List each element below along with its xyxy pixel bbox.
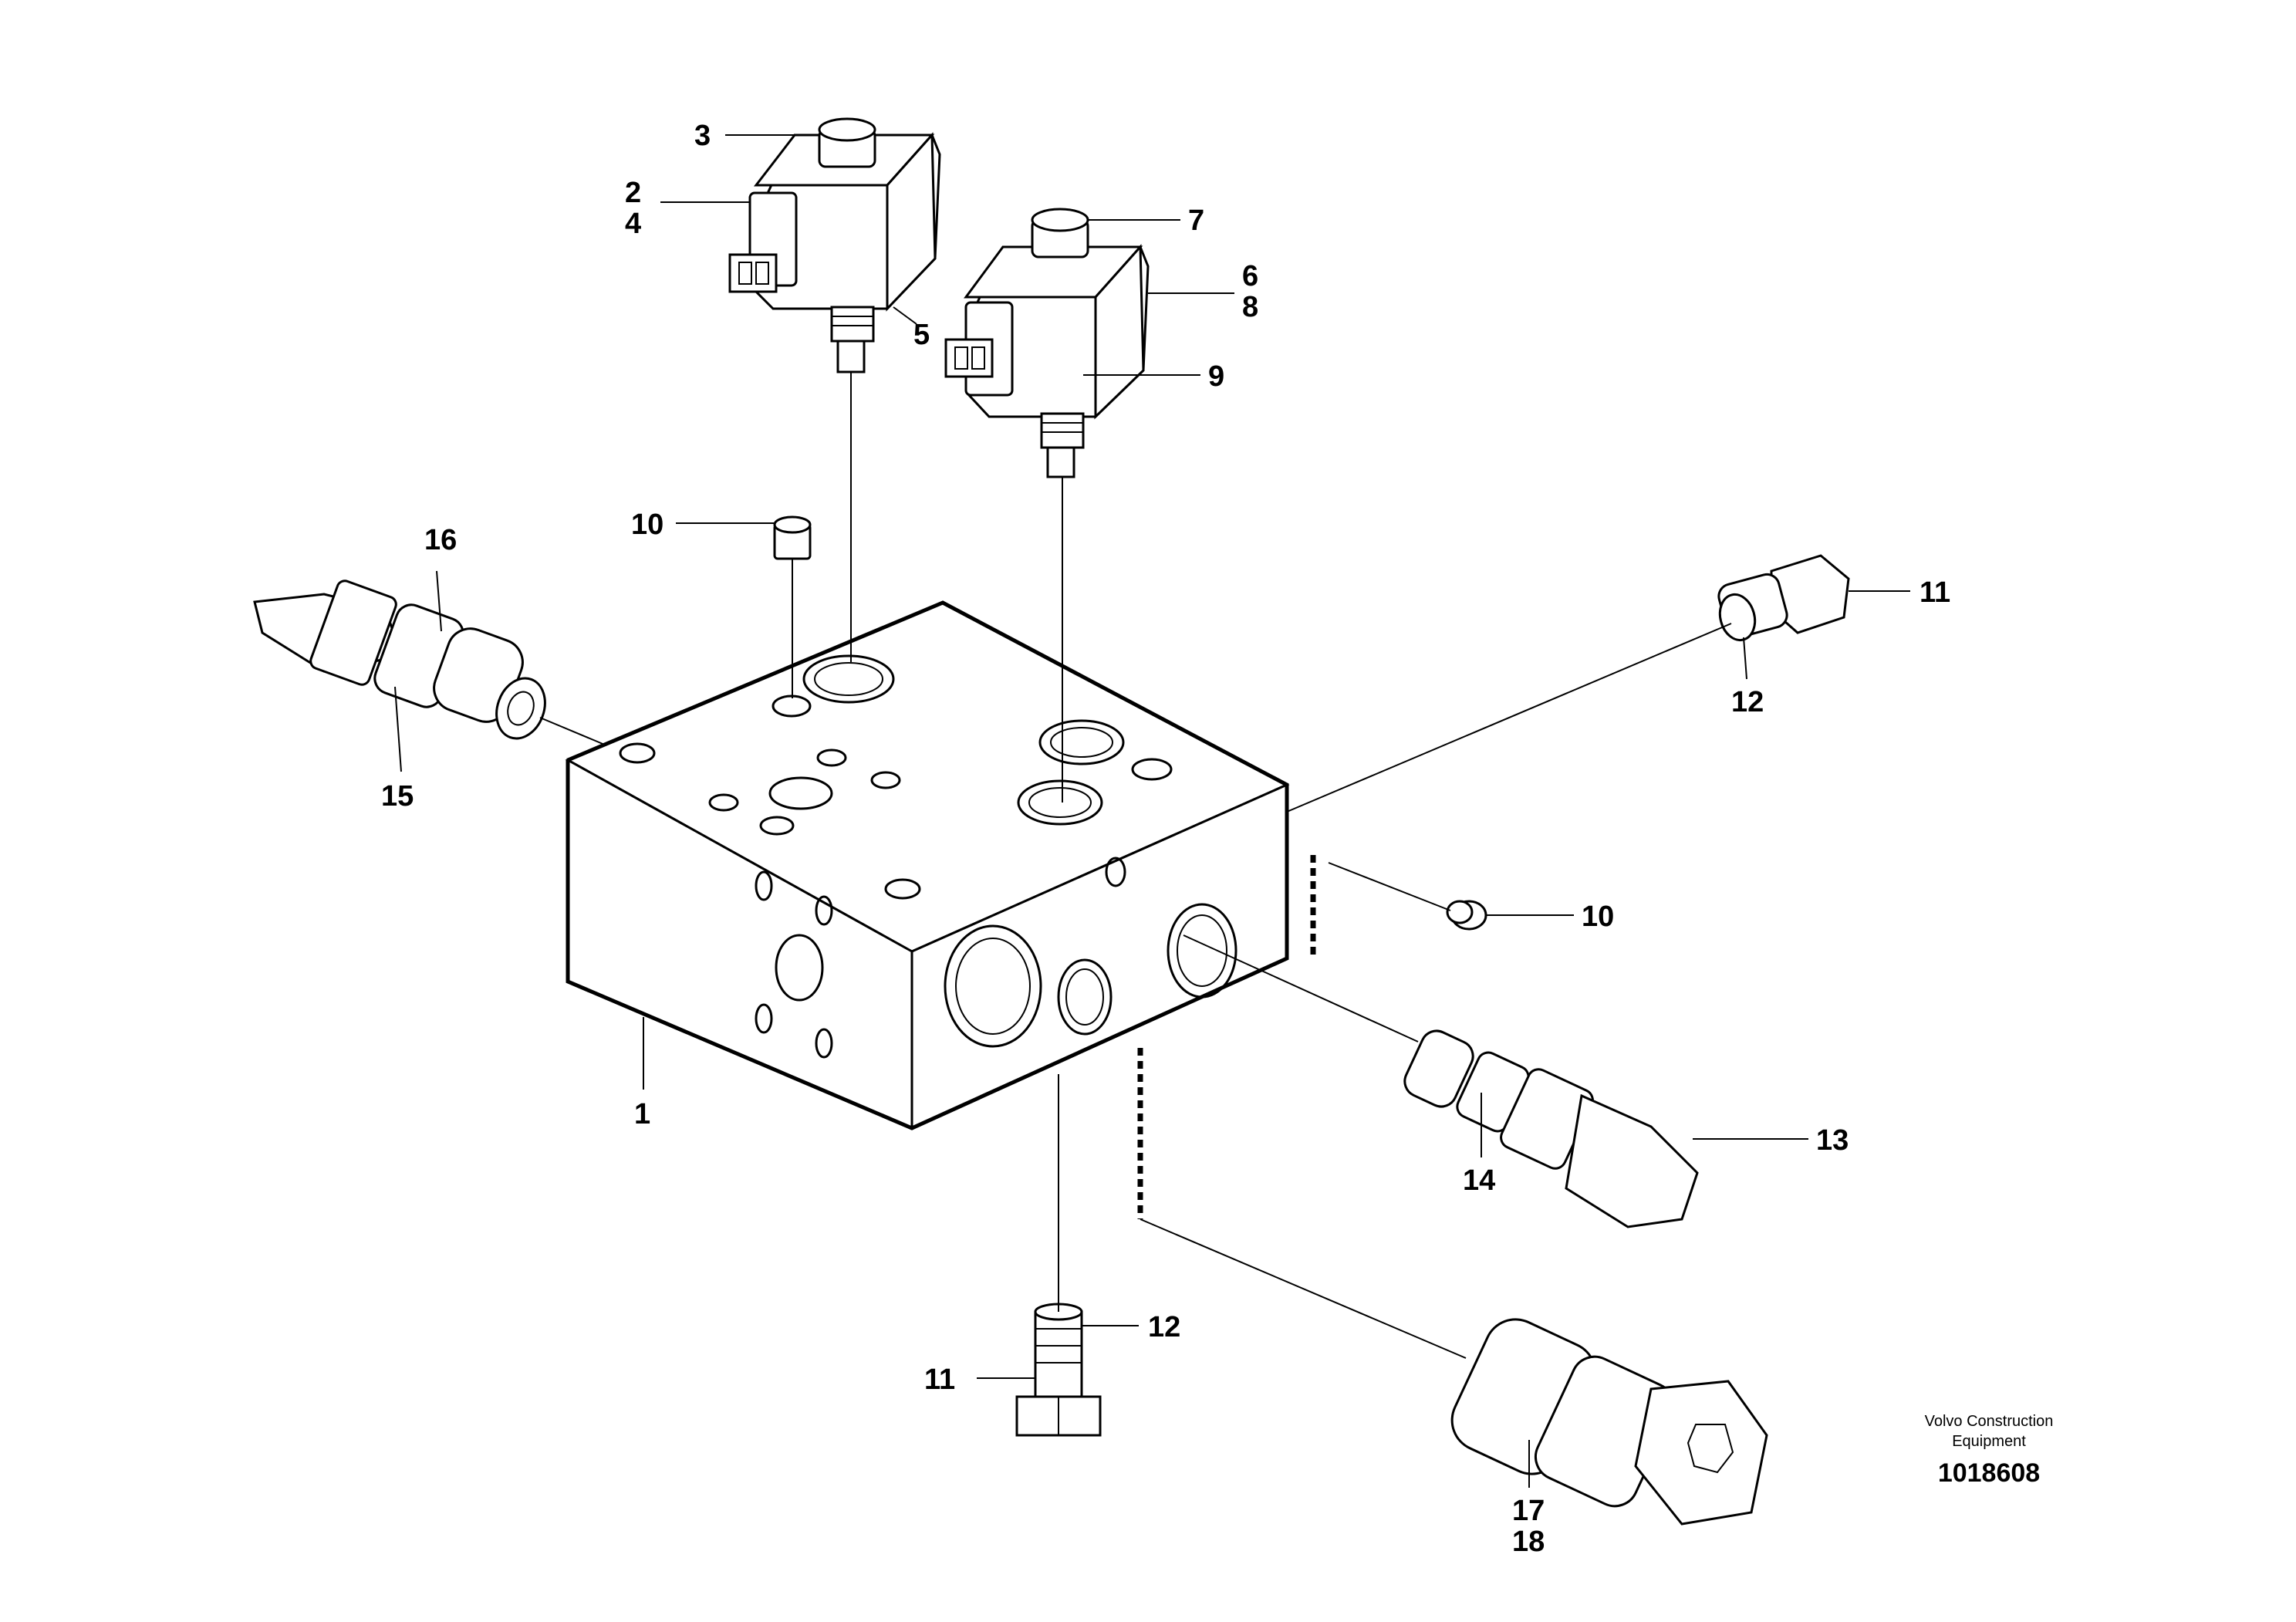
drawing-number: 1018608 xyxy=(1938,1458,2040,1488)
callout-16: 16 xyxy=(424,524,457,556)
callout-labels: 3 2 4 5 7 6 8 9 10 10 11 12 13 14 16 15 … xyxy=(381,120,1950,1558)
callout-12-upper: 12 xyxy=(1731,686,1764,718)
fitting-bottom xyxy=(1015,1074,1102,1437)
leader-lines xyxy=(394,134,1910,1488)
solenoid-coil-left xyxy=(728,117,941,662)
cartridge-valve-17 xyxy=(1137,1048,1768,1526)
callout-9: 9 xyxy=(1208,360,1224,393)
callout-2: 2 xyxy=(625,177,641,209)
callout-13: 13 xyxy=(1816,1124,1849,1157)
brand-line-1: Volvo Construction xyxy=(1925,1413,2054,1430)
callout-10-right: 10 xyxy=(1582,901,1614,933)
valve-block xyxy=(565,600,1290,1130)
brand-line-2: Equipment xyxy=(1952,1433,2026,1450)
plug-top xyxy=(773,515,812,698)
callout-1: 1 xyxy=(634,1098,650,1130)
callout-10-top: 10 xyxy=(631,509,663,541)
caption-block: Volvo Construction Equipment 1018608 xyxy=(1925,1413,2054,1488)
callout-7: 7 xyxy=(1188,204,1204,237)
callout-12-lower: 12 xyxy=(1148,1311,1180,1343)
check-valve-left xyxy=(253,580,607,746)
plug-right xyxy=(1328,862,1487,931)
callout-8: 8 xyxy=(1242,291,1258,323)
callout-5: 5 xyxy=(913,319,930,351)
callout-11-lower: 11 xyxy=(924,1363,955,1396)
callout-18: 18 xyxy=(1512,1526,1545,1558)
callout-6: 6 xyxy=(1242,260,1258,292)
callout-14: 14 xyxy=(1463,1164,1495,1197)
callout-17: 17 xyxy=(1512,1495,1545,1527)
callout-11-upper: 11 xyxy=(1920,576,1950,609)
cartridge-valve-13 xyxy=(1183,934,1699,1228)
callout-15: 15 xyxy=(381,780,414,813)
fitting-upper-right xyxy=(1286,554,1850,813)
callout-3: 3 xyxy=(694,120,711,152)
callout-4: 4 xyxy=(625,208,641,240)
